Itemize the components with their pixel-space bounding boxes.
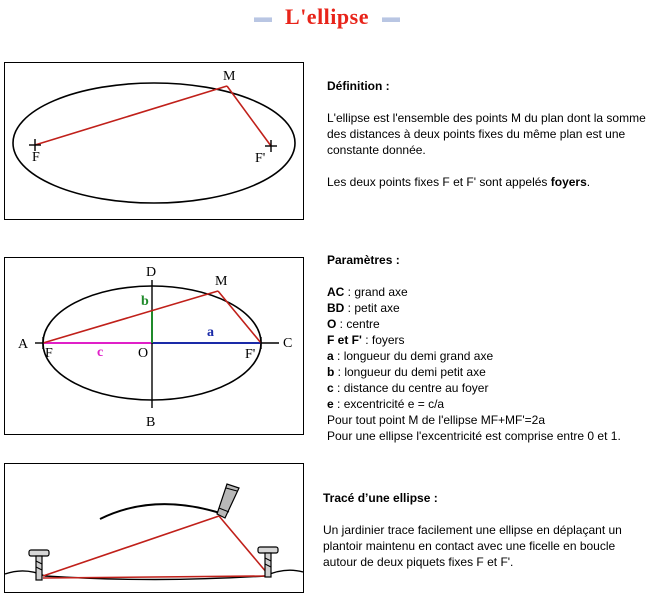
- parameter-line: c : distance du centre au foyer: [327, 380, 649, 396]
- dibber-tool: [216, 483, 240, 519]
- title-left-ornament: [253, 17, 272, 23]
- label-m: M: [223, 69, 236, 84]
- segment-mfp: [226, 85, 272, 147]
- title-right-ornament: [382, 17, 401, 23]
- ellipse-outline: [12, 82, 296, 204]
- parameter-desc: : grand axe: [344, 285, 408, 299]
- traced-arc: [99, 503, 224, 520]
- left-stake: [28, 549, 50, 581]
- string-bottom: [42, 575, 268, 579]
- string-left: [42, 515, 220, 577]
- definition-heading: Définition :: [327, 79, 390, 93]
- tracing-heading: Tracé d’une ellipse :: [323, 491, 438, 505]
- parameter-desc: : foyers: [361, 333, 405, 347]
- parameters-figure: A C D B O M F F' a b c: [4, 257, 304, 435]
- label-m-2: M: [215, 274, 228, 289]
- page-header: L'ellipse: [0, 4, 654, 36]
- parameter-desc: : petit axe: [344, 301, 400, 315]
- focus-f-marker: [29, 139, 41, 151]
- gardener-figure: [4, 463, 304, 593]
- foci-term: foyers: [550, 175, 587, 189]
- parameter-line: e : excentricité e = c/a: [327, 396, 649, 412]
- foci-paragraph: Les deux points fixes F et F' sont appel…: [327, 175, 591, 189]
- definition-paragraph: L'ellipse est l'ensemble des points M du…: [327, 111, 646, 157]
- focus-fp-marker: [265, 140, 277, 152]
- parameters-extra-2: Pour une ellipse l'excentricité est comp…: [327, 429, 621, 443]
- parameter-term: O: [327, 317, 337, 331]
- label-f-2: F: [45, 346, 53, 361]
- parameter-desc: : longueur du demi grand axe: [333, 349, 494, 363]
- label-a-point: A: [18, 337, 29, 352]
- right-stake: [257, 546, 279, 578]
- tracing-text: Tracé d’une ellipse : Un jardinier trace…: [323, 490, 651, 570]
- label-fp-2: F': [245, 347, 255, 362]
- parameter-line: AC : grand axe: [327, 284, 649, 300]
- parameter-term: e: [327, 397, 334, 411]
- label-c: c: [97, 345, 103, 360]
- label-d-point: D: [146, 265, 156, 280]
- label-fp: F': [255, 151, 265, 166]
- definition-figure: M F F': [4, 62, 304, 220]
- tracing-paragraph: Un jardinier trace facilement une ellips…: [323, 523, 622, 569]
- ground-line: [5, 569, 303, 581]
- definition-text: Définition : L'ellipse est l'ensemble de…: [327, 78, 647, 190]
- label-b: b: [141, 294, 149, 309]
- segment-mf-2: [42, 290, 219, 344]
- string-right: [218, 515, 268, 574]
- label-f: F: [32, 150, 40, 165]
- parameter-term: c: [327, 381, 334, 395]
- parameter-term: F et F': [327, 333, 362, 347]
- label-a: a: [207, 325, 214, 340]
- label-b-point: B: [146, 415, 155, 430]
- parameter-term: BD: [327, 301, 345, 315]
- parameter-term: a: [327, 349, 334, 363]
- parameter-desc: : excentricité e = c/a: [333, 397, 445, 411]
- segment-mfp-2: [217, 290, 262, 344]
- parameter-term: b: [327, 365, 335, 379]
- parameter-line: F et F' : foyers: [327, 332, 649, 348]
- page-title: L'ellipse: [285, 4, 369, 29]
- parameter-term: AC: [327, 285, 345, 299]
- segment-mf: [34, 85, 228, 146]
- parameter-desc: : centre: [336, 317, 380, 331]
- parameter-line: O : centre: [327, 316, 649, 332]
- label-o: O: [138, 346, 148, 361]
- parameters-heading: Paramètres :: [327, 253, 400, 267]
- parameters-extra-1: Pour tout point M de l'ellipse MF+MF'=2a: [327, 413, 546, 427]
- label-c-point: C: [283, 336, 292, 351]
- parameter-line: a : longueur du demi grand axe: [327, 348, 649, 364]
- parameter-line: b : longueur du demi petit axe: [327, 364, 649, 380]
- parameter-desc: : longueur du demi petit axe: [334, 365, 486, 379]
- parameter-line: BD : petit axe: [327, 300, 649, 316]
- parameter-desc: : distance du centre au foyer: [333, 381, 489, 395]
